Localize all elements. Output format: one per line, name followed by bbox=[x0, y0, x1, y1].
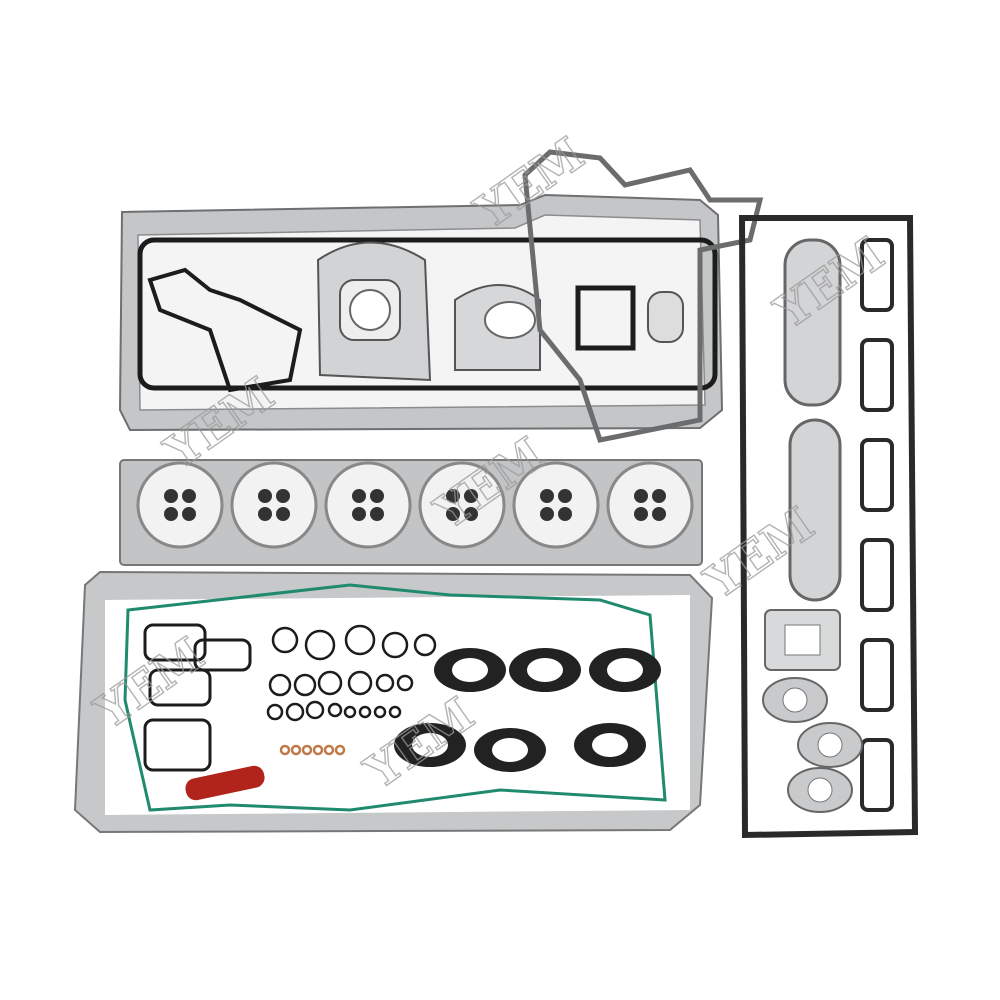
manifold-port bbox=[452, 658, 488, 682]
valve-seal bbox=[258, 489, 272, 503]
manifold-port bbox=[592, 733, 628, 757]
cylinder-bore bbox=[418, 461, 506, 549]
copper-washer bbox=[290, 744, 302, 756]
valve-seal bbox=[370, 489, 384, 503]
green-seal bbox=[123, 583, 667, 812]
exhaust-port bbox=[817, 732, 843, 758]
copper-washer bbox=[334, 744, 346, 756]
valve-seal bbox=[276, 507, 290, 521]
upper-gasket-plate bbox=[118, 149, 764, 443]
valve-seal bbox=[540, 489, 554, 503]
valve-seal bbox=[370, 507, 384, 521]
rocker-window bbox=[860, 438, 894, 512]
o-ring bbox=[304, 629, 336, 661]
valve-seal bbox=[652, 507, 666, 521]
cylinder-head-gasket bbox=[119, 459, 703, 566]
valve-seal bbox=[464, 507, 478, 521]
o-ring bbox=[266, 703, 284, 721]
valve-seal bbox=[446, 507, 460, 521]
o-ring bbox=[317, 670, 343, 696]
o-ring bbox=[396, 674, 414, 692]
rocker-window bbox=[860, 238, 894, 312]
red-hose bbox=[185, 765, 265, 801]
valve-seal bbox=[652, 489, 666, 503]
manifold-port bbox=[492, 738, 528, 762]
valve-seal bbox=[182, 507, 196, 521]
rocker-window bbox=[860, 638, 894, 712]
o-ring bbox=[327, 702, 343, 718]
cylinder-bore bbox=[136, 461, 224, 549]
copper-washer bbox=[312, 744, 324, 756]
o-ring bbox=[373, 705, 387, 719]
o-ring bbox=[358, 705, 372, 719]
valve-seal bbox=[164, 489, 178, 503]
o-ring bbox=[347, 670, 373, 696]
cylinder-bore bbox=[230, 461, 318, 549]
valve-seal bbox=[164, 507, 178, 521]
black-rubber-gasket bbox=[137, 237, 718, 391]
exhaust-port bbox=[782, 687, 808, 713]
o-ring bbox=[413, 633, 437, 657]
cylinder-bore bbox=[324, 461, 412, 549]
o-ring bbox=[381, 631, 409, 659]
valve-seal bbox=[464, 489, 478, 503]
manifold-port bbox=[412, 733, 448, 757]
valve-seal bbox=[182, 489, 196, 503]
valve-seal bbox=[540, 507, 554, 521]
valve-seal bbox=[558, 489, 572, 503]
o-ring bbox=[293, 673, 317, 697]
valve-seal bbox=[634, 507, 648, 521]
o-ring bbox=[344, 624, 376, 656]
valve-seal bbox=[352, 489, 366, 503]
rocker-cover-gasket bbox=[738, 215, 919, 839]
o-ring bbox=[271, 626, 299, 654]
valve-seal bbox=[258, 507, 272, 521]
manifold-port bbox=[527, 658, 563, 682]
valve-seal bbox=[558, 507, 572, 521]
exhaust-port bbox=[807, 777, 833, 803]
o-ring bbox=[305, 700, 325, 720]
copper-washer bbox=[279, 744, 291, 756]
rocker-window bbox=[860, 338, 894, 412]
o-ring bbox=[343, 705, 357, 719]
o-ring bbox=[268, 673, 292, 697]
oil-pan-gasket bbox=[73, 570, 714, 834]
rocker-window bbox=[860, 538, 894, 612]
cylinder-bore bbox=[606, 461, 694, 549]
valve-seal bbox=[276, 489, 290, 503]
o-ring bbox=[375, 673, 395, 693]
o-ring bbox=[388, 705, 402, 719]
copper-washer bbox=[323, 744, 335, 756]
copper-washer bbox=[301, 744, 313, 756]
o-ring bbox=[285, 702, 305, 722]
rocker-window bbox=[860, 738, 894, 812]
valve-seal bbox=[634, 489, 648, 503]
valve-seal bbox=[352, 507, 366, 521]
cylinder-bore bbox=[512, 461, 600, 549]
manifold-port bbox=[607, 658, 643, 682]
valve-seal bbox=[446, 489, 460, 503]
